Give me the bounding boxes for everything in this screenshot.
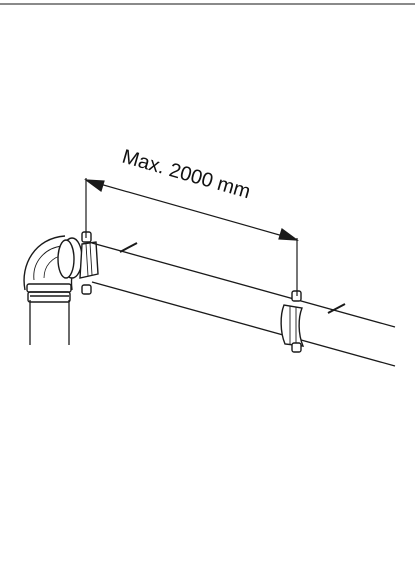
vertical-pipe bbox=[29, 300, 70, 345]
pipe-clamp-2 bbox=[280, 290, 305, 353]
arrowhead-left-icon bbox=[84, 179, 105, 192]
mounting-screws bbox=[119, 242, 346, 314]
arrowhead-right-icon bbox=[278, 228, 299, 241]
horizontal-pipe bbox=[91, 242, 396, 367]
top-border-line bbox=[0, 3, 415, 5]
dimension-line bbox=[84, 178, 299, 296]
elbow-pipe-coupling bbox=[57, 231, 99, 295]
